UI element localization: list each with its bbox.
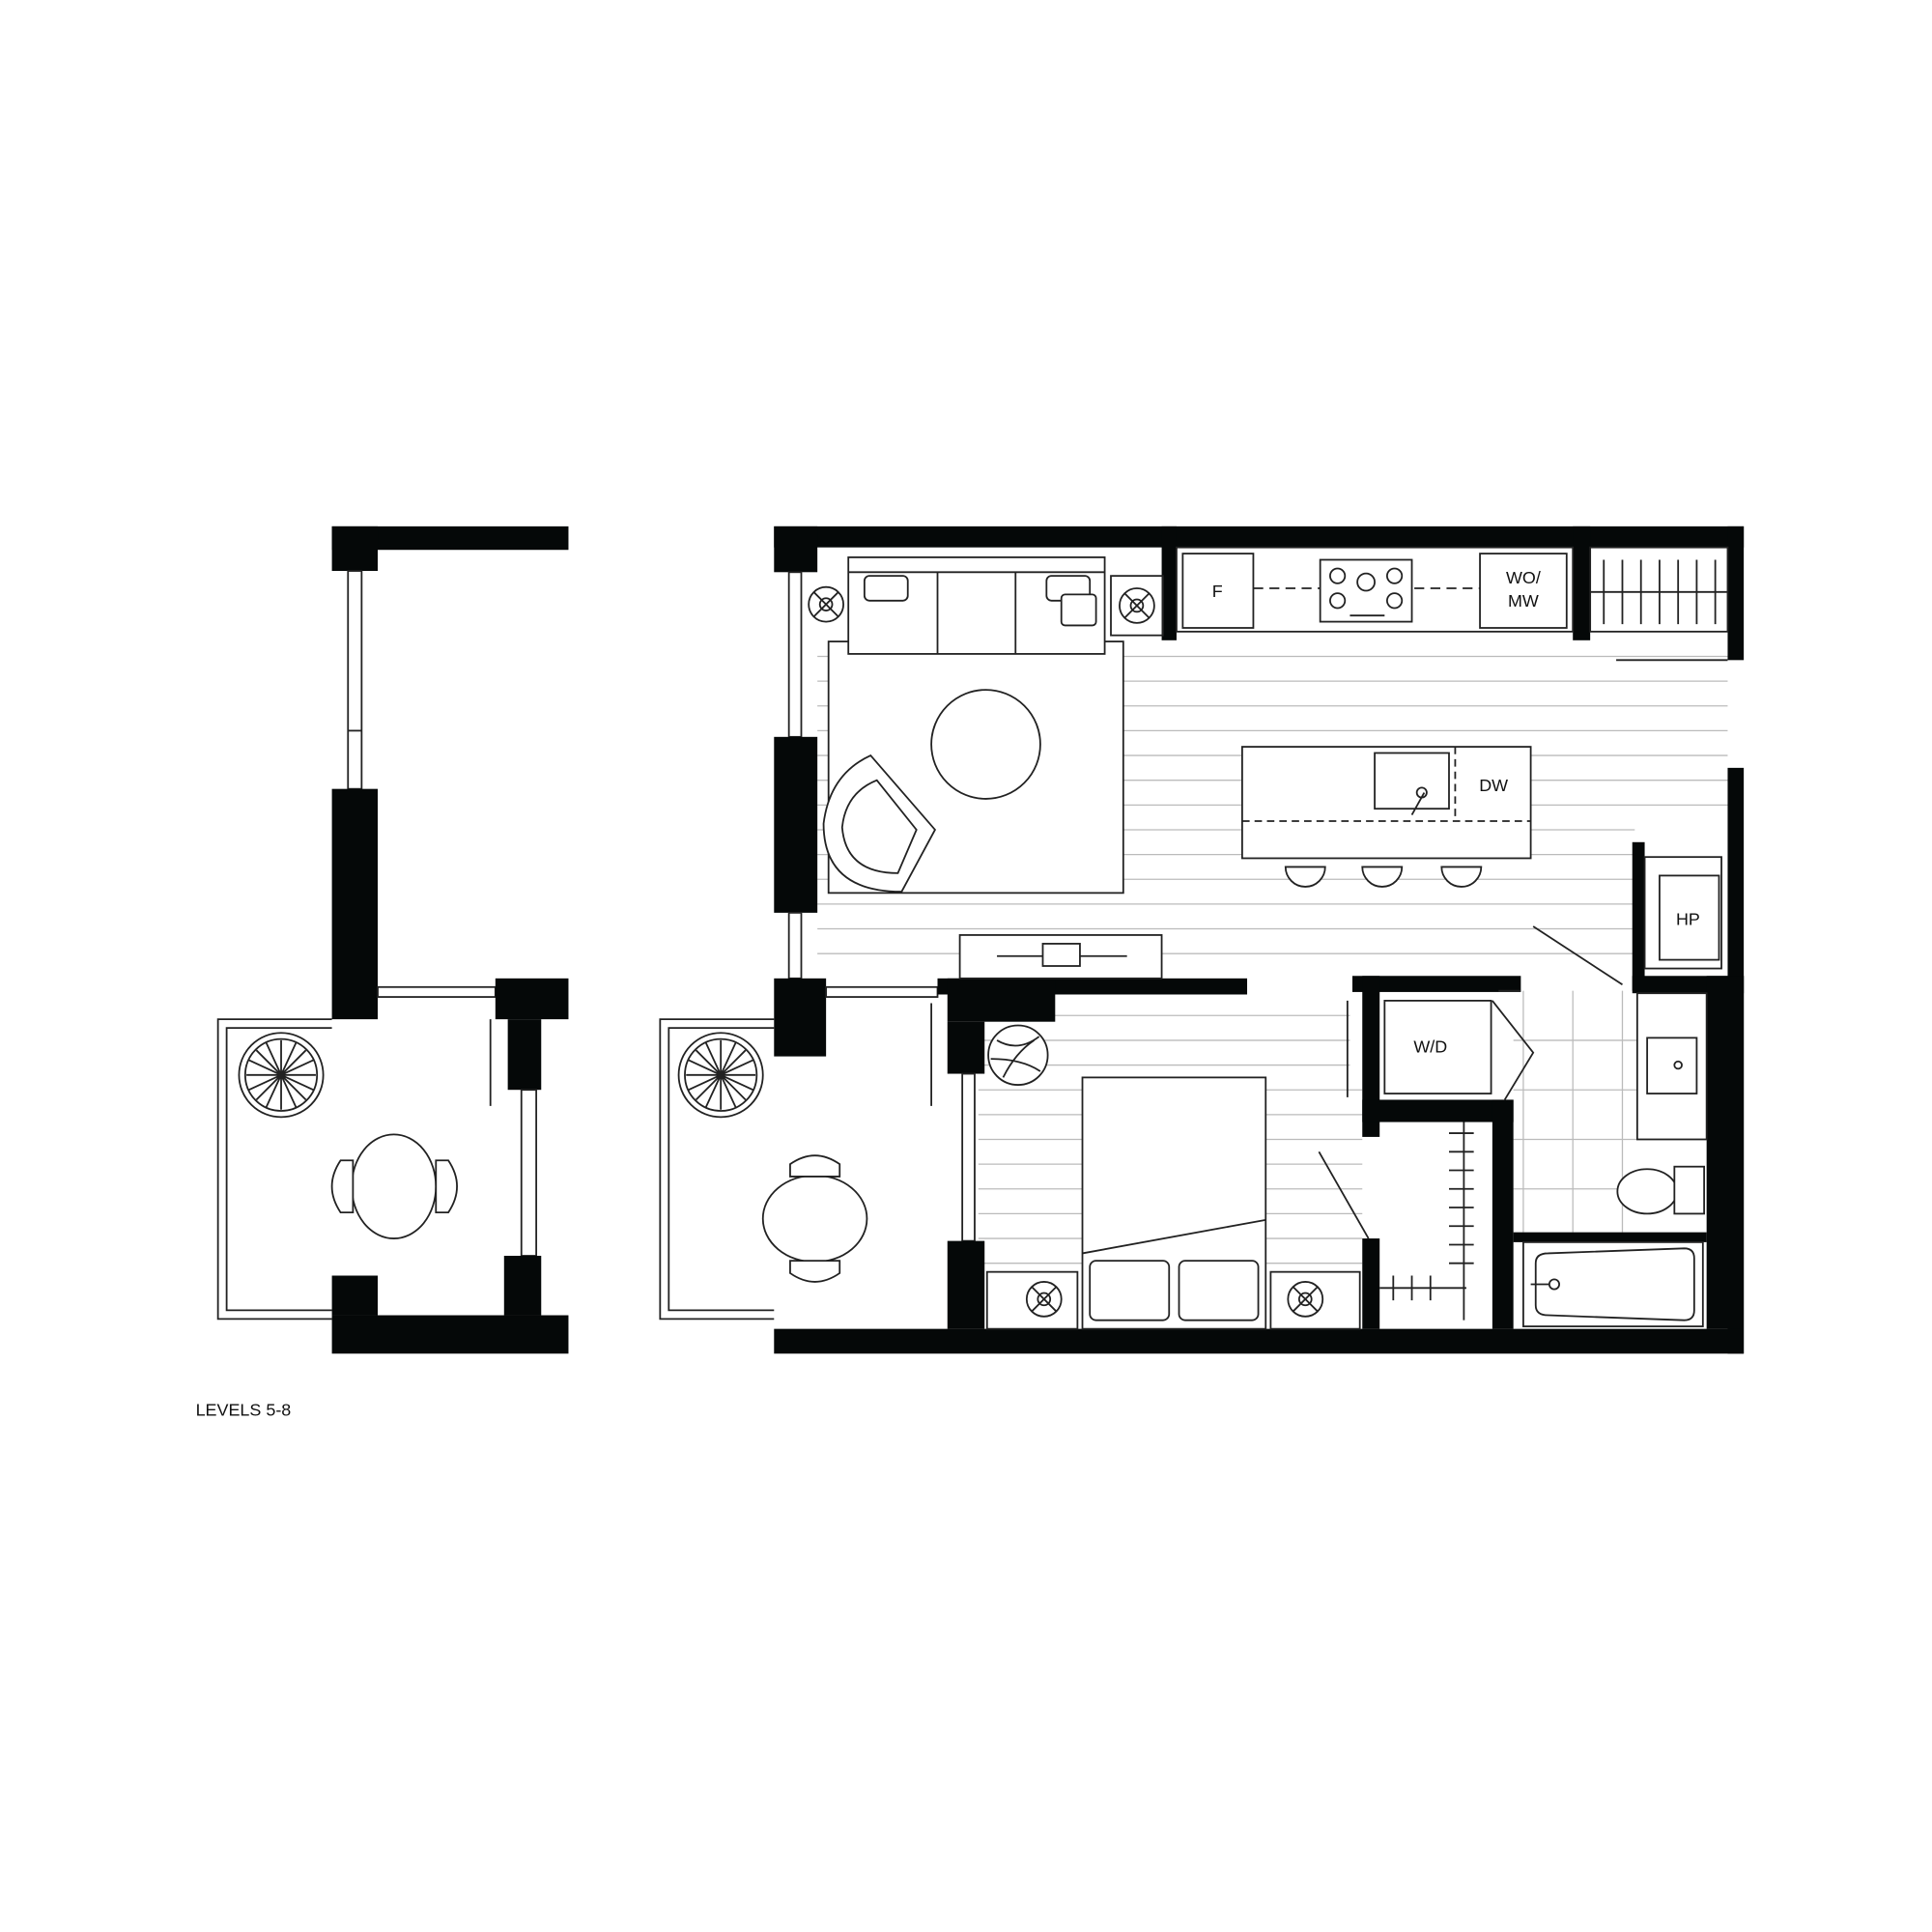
washer-dryer: [1383, 1000, 1492, 1094]
door-swing: [1532, 925, 1623, 985]
kitchen-island: DW: [1241, 746, 1532, 888]
sliding-door: [377, 985, 497, 998]
window: [347, 570, 363, 790]
window: [787, 571, 803, 738]
plant-icon: [238, 1032, 325, 1119]
sink: [1374, 752, 1450, 810]
washer-dryer-label: W/D: [1413, 1037, 1447, 1057]
fridge-label: F: [1212, 582, 1223, 601]
media-console: [958, 934, 1163, 980]
door-swing: [1318, 1151, 1370, 1239]
plant-icon: [987, 1024, 1049, 1086]
walk-in-closet: [1379, 1122, 1474, 1321]
oven-label-line2: MW: [1508, 591, 1539, 611]
sliding-door: [825, 985, 939, 998]
dishwasher-label: DW: [1479, 776, 1508, 795]
window: [787, 911, 803, 980]
balcony-variant-plan: [216, 526, 569, 1354]
fridge: [1181, 553, 1255, 629]
oven-label-line1: WO/: [1506, 568, 1541, 587]
closet-shelving: [1589, 546, 1729, 662]
bathtub: [1522, 1241, 1704, 1327]
plant-icon: [677, 1032, 764, 1119]
heat-pump-label: HP: [1676, 910, 1700, 929]
bed: [1081, 1076, 1267, 1330]
nightstand-lamp-icon: [985, 1270, 1361, 1330]
dining-table: [761, 1154, 868, 1283]
armchair: [822, 753, 937, 893]
lamp-icon: [808, 575, 1164, 637]
oven-microwave: [1479, 553, 1568, 629]
window: [520, 1089, 538, 1257]
levels-caption: LEVELS 5-8: [196, 1400, 292, 1419]
sofa: [847, 556, 1106, 655]
window: [961, 1072, 976, 1242]
bar-stools: [1284, 866, 1483, 888]
dining-table: [330, 1133, 458, 1239]
coffee-table: [930, 689, 1041, 800]
kitchen-counter: F WO/ MW: [1176, 546, 1575, 633]
unit-plan: F WO/ MW DW: [659, 526, 1745, 1354]
cooktop-icon: [1319, 558, 1413, 623]
toilet-icon: [1616, 1165, 1706, 1215]
